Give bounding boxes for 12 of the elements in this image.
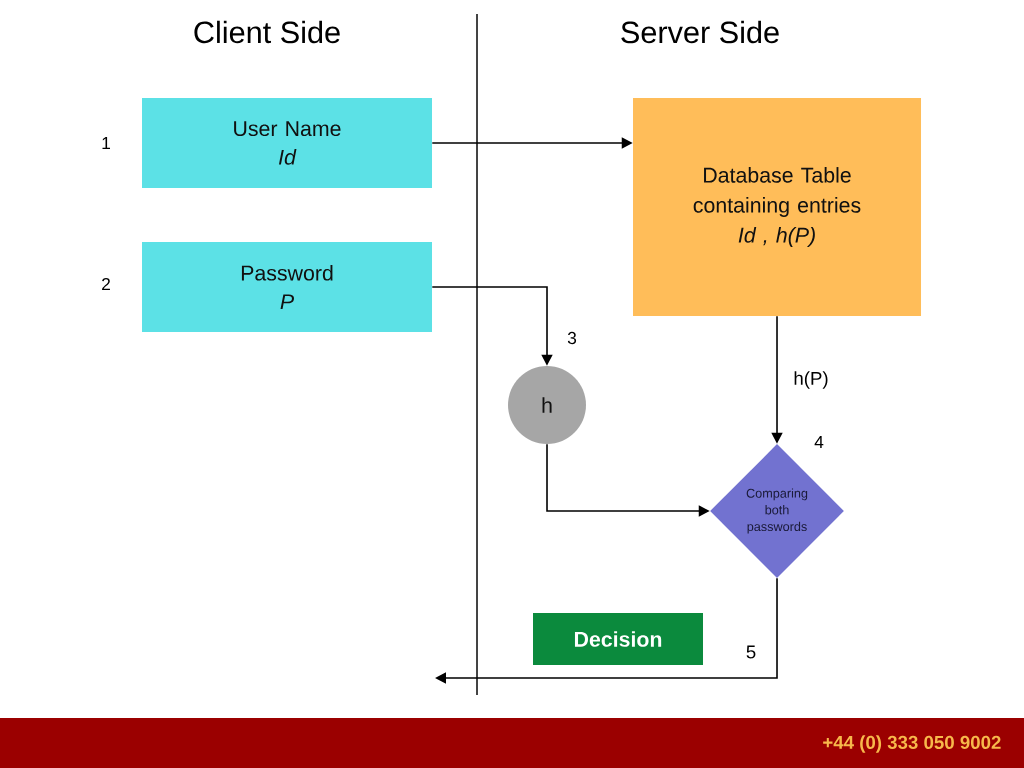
step-number: 5 [744,644,758,660]
step-number: 2 [102,277,110,291]
edge-label: h(P) [792,370,830,391]
input-box: User Name Id [142,98,432,188]
column-heading: Server Side [621,20,779,44]
decision-box: Decision [533,613,703,665]
database-box: Database Table containing entries Id , h(P) [633,98,921,316]
step-number: 3 [567,331,577,345]
column-heading: Client Side [194,20,340,44]
input-box: Password P [142,242,432,332]
phone-number: +44 (0) 333 050 9002 [823,735,1001,753]
step-number: 1 [102,137,110,149]
